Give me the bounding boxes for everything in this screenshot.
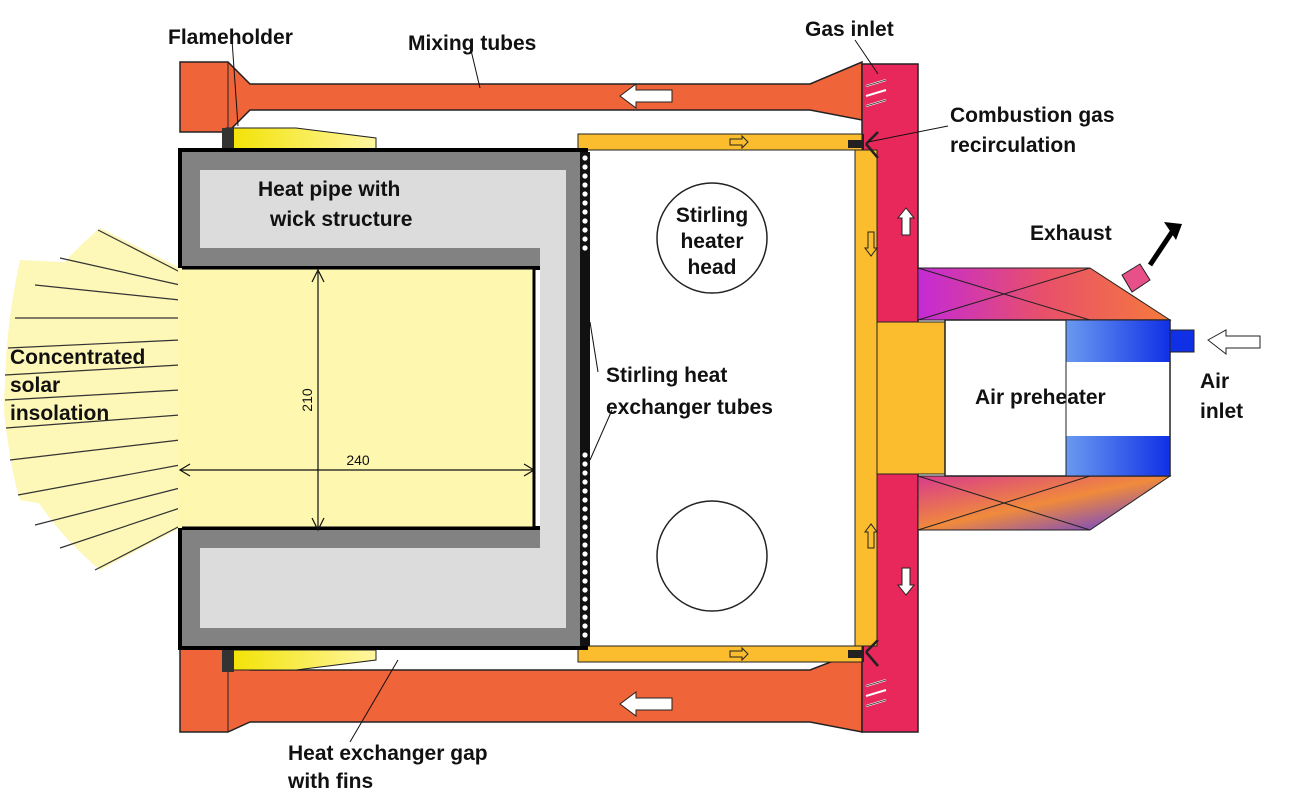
label-gas-inlet: Gas inlet [805, 18, 894, 41]
tube-dot [582, 596, 588, 602]
label-solar-1: Concentrated [10, 346, 145, 369]
combustion-channel [577, 133, 946, 663]
stirling-heater-head [656, 182, 768, 294]
tube-dot [582, 452, 588, 458]
tube-dot [582, 560, 588, 566]
tube-dot [582, 173, 588, 179]
tube-dot [582, 218, 588, 224]
label-combustion-gas: Combustion gas [950, 104, 1115, 127]
label-stirling-3: head [687, 256, 736, 279]
label-stirling-1: Stirling [676, 204, 748, 227]
tube-dot [582, 551, 588, 557]
tube-dot [582, 542, 588, 548]
tube-dot [582, 236, 588, 242]
tube-dot [582, 497, 588, 503]
tube-dot [582, 227, 588, 233]
label-recirculation: recirculation [950, 134, 1076, 157]
tube-dot [582, 461, 588, 467]
tube-dot [582, 578, 588, 584]
dimension-height: 210 [299, 388, 315, 412]
tube-dot [582, 479, 588, 485]
label-solar-3: insolation [10, 402, 109, 425]
tube-dot [582, 470, 588, 476]
tube-dot [582, 515, 588, 521]
tube-dot [582, 632, 588, 638]
flameholder [222, 127, 377, 672]
label-stirling-tubes-1: Stirling heat [606, 364, 727, 387]
tube-dot [582, 488, 588, 494]
label-air-inlet-2: inlet [1200, 400, 1243, 423]
tube-dot [582, 533, 588, 539]
tube-dot [582, 605, 588, 611]
tube-dot [582, 506, 588, 512]
label-flameholder: Flameholder [168, 26, 293, 49]
tube-dot [582, 623, 588, 629]
label-heat-pipe-2: wick structure [269, 208, 412, 231]
label-solar-2: solar [10, 374, 60, 397]
tube-dot [582, 614, 588, 620]
air-preheater [917, 263, 1195, 531]
label-heat-pipe-1: Heat pipe with [258, 178, 400, 201]
label-mixing-tubes: Mixing tubes [408, 32, 536, 55]
tube-dot [582, 245, 588, 251]
label-exhaust: Exhaust [1030, 222, 1112, 245]
label-stirling-tubes-2: exchanger tubes [606, 396, 773, 419]
tube-dot [582, 569, 588, 575]
label-stirling-2: heater [680, 230, 743, 253]
dimension-lines [178, 268, 536, 532]
tube-dot [582, 209, 588, 215]
solar-rays [4, 228, 181, 571]
label-gap-1: Heat exchanger gap [288, 742, 488, 765]
tube-dot [582, 200, 588, 206]
dimension-width: 240 [346, 452, 370, 468]
heater-head-lower [656, 500, 768, 612]
label-gap-2: with fins [287, 770, 373, 792]
tube-dot [582, 155, 588, 161]
tube-dot [582, 182, 588, 188]
tube-dot [582, 191, 588, 197]
heat-pipe [178, 148, 588, 650]
tube-dot [582, 164, 588, 170]
leader-lines [231, 39, 949, 743]
exhaust-arrow [1147, 230, 1175, 267]
label-air-preheater: Air preheater [975, 386, 1106, 409]
flow-arrows [619, 83, 1261, 717]
tube-dot [582, 524, 588, 530]
label-air-inlet-1: Air [1200, 370, 1229, 393]
tube-dot [582, 587, 588, 593]
stirling-heat-exchanger-tubes [580, 152, 590, 646]
